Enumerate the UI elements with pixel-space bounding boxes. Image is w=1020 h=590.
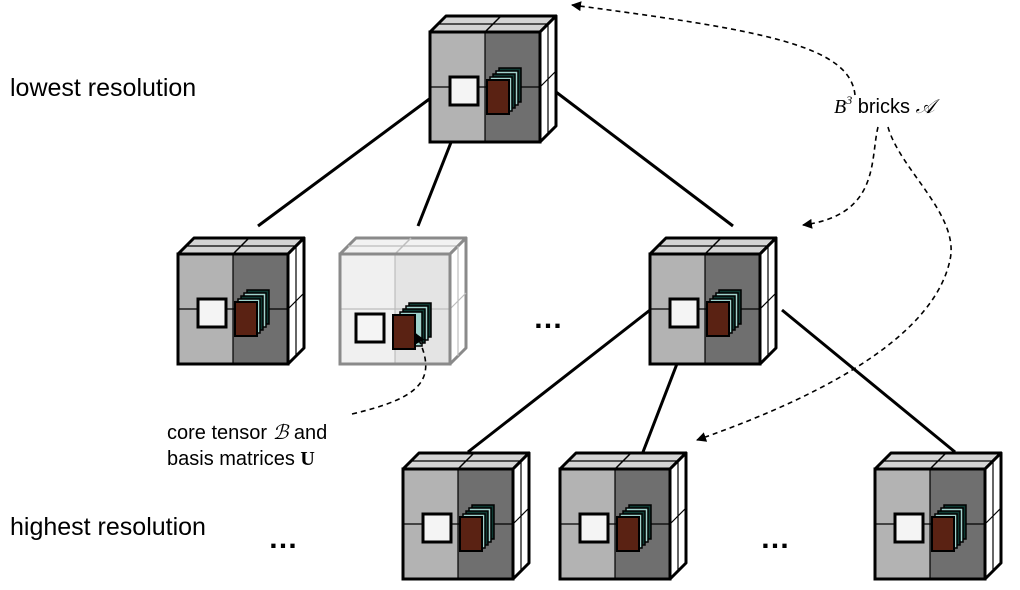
ellipsis-level1: … [533, 302, 563, 335]
edge-node-to-leaf-3 [781, 308, 956, 454]
brick-level1-b-faded [338, 236, 468, 366]
brick-leaf-3 [873, 451, 1003, 581]
ellipsis-leaf-middle: … [760, 522, 790, 555]
edge-root-to-child-1 [257, 78, 456, 228]
brick-level1-a [176, 236, 306, 366]
arrow-to-level1 [802, 126, 879, 229]
edge-root-to-child-3 [555, 90, 734, 228]
label-lowest-resolution: lowest resolution [10, 74, 196, 102]
label-highest-resolution: highest resolution [10, 513, 206, 541]
brick-root [428, 14, 558, 144]
brick-leaf-2 [558, 451, 688, 581]
arrow-to-leaf [696, 126, 952, 442]
brick-level1-c [648, 236, 778, 366]
label-core-tensor: core tensor ℬ and [167, 422, 327, 444]
dashed-arrows [351, 1, 952, 442]
ellipsis-leaf-left: … [268, 522, 298, 555]
brick-leaf-1 [401, 451, 531, 581]
arrow-to-core [351, 333, 427, 415]
label-basis-matrices: basis matrices U [167, 448, 315, 470]
label-bricks: B3 bricks 𝒜 [834, 93, 941, 118]
arrow-to-root [571, 1, 856, 96]
